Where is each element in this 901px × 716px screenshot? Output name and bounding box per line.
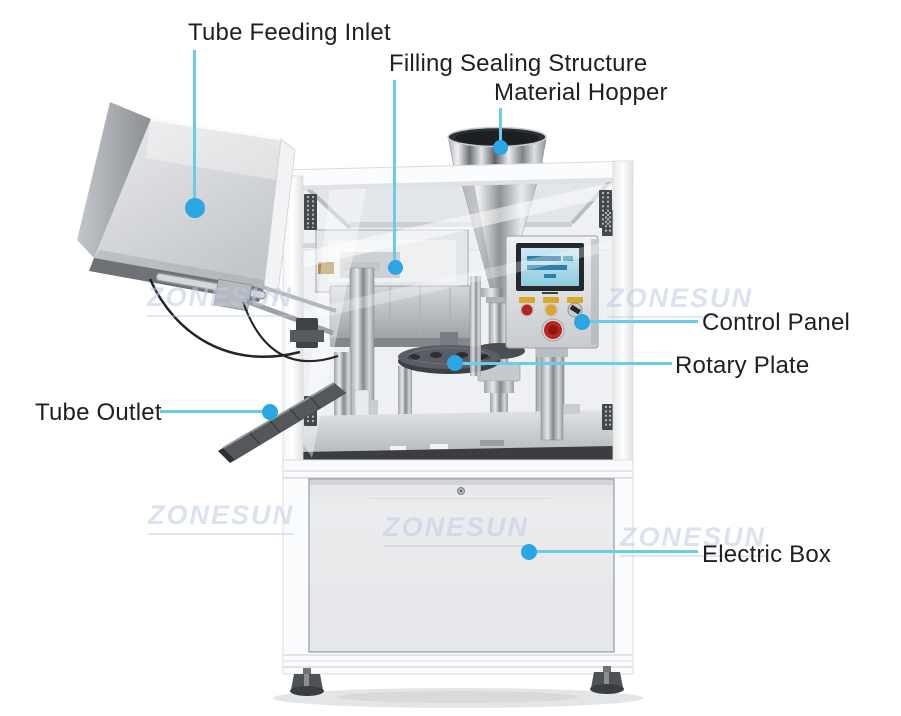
callout-dot-tube-feeding-inlet bbox=[185, 198, 205, 218]
callout-dot-rotary-plate bbox=[447, 355, 463, 371]
tube-outlet-chute bbox=[218, 382, 347, 463]
callout-dot-tube-outlet bbox=[262, 404, 278, 420]
acrylic-reflections bbox=[302, 182, 615, 458]
callout-line-material-hopper bbox=[499, 108, 502, 141]
ground-shadow bbox=[273, 688, 643, 708]
callout-label-tube-feeding-inlet: Tube Feeding Inlet bbox=[188, 19, 391, 46]
callout-label-control-panel: Control Panel bbox=[702, 309, 851, 336]
leveling-feet bbox=[290, 666, 624, 696]
callout-label-rotary-plate: Rotary Plate bbox=[675, 352, 810, 379]
callout-label-electric-box: Electric Box bbox=[702, 541, 832, 568]
control-panel bbox=[505, 235, 599, 441]
callout-dot-material-hopper bbox=[493, 140, 508, 155]
callout-line-electric-box bbox=[535, 550, 698, 553]
callout-label-filling-sealing-structure: Filling Sealing Structure bbox=[389, 50, 648, 77]
start-button bbox=[519, 302, 535, 318]
callout-line-rotary-plate bbox=[461, 362, 672, 365]
indicator-lamp bbox=[543, 302, 559, 318]
callout-line-control-panel bbox=[588, 320, 698, 323]
callout-dot-electric-box bbox=[521, 544, 537, 560]
vent-grilles bbox=[304, 190, 614, 430]
electric-box-door bbox=[308, 478, 615, 653]
callout-dot-filling-sealing-structure bbox=[388, 260, 403, 275]
callout-line-tube-outlet bbox=[160, 410, 264, 413]
electric-box bbox=[282, 459, 634, 675]
callout-label-tube-outlet: Tube Outlet bbox=[35, 399, 162, 426]
callout-line-filling-sealing-structure bbox=[393, 80, 396, 260]
callout-line-tube-feeding-inlet bbox=[193, 50, 196, 200]
callout-dot-control-panel bbox=[574, 314, 590, 330]
callout-label-material-hopper: Material Hopper bbox=[494, 79, 668, 106]
machine-frame bbox=[282, 160, 634, 477]
